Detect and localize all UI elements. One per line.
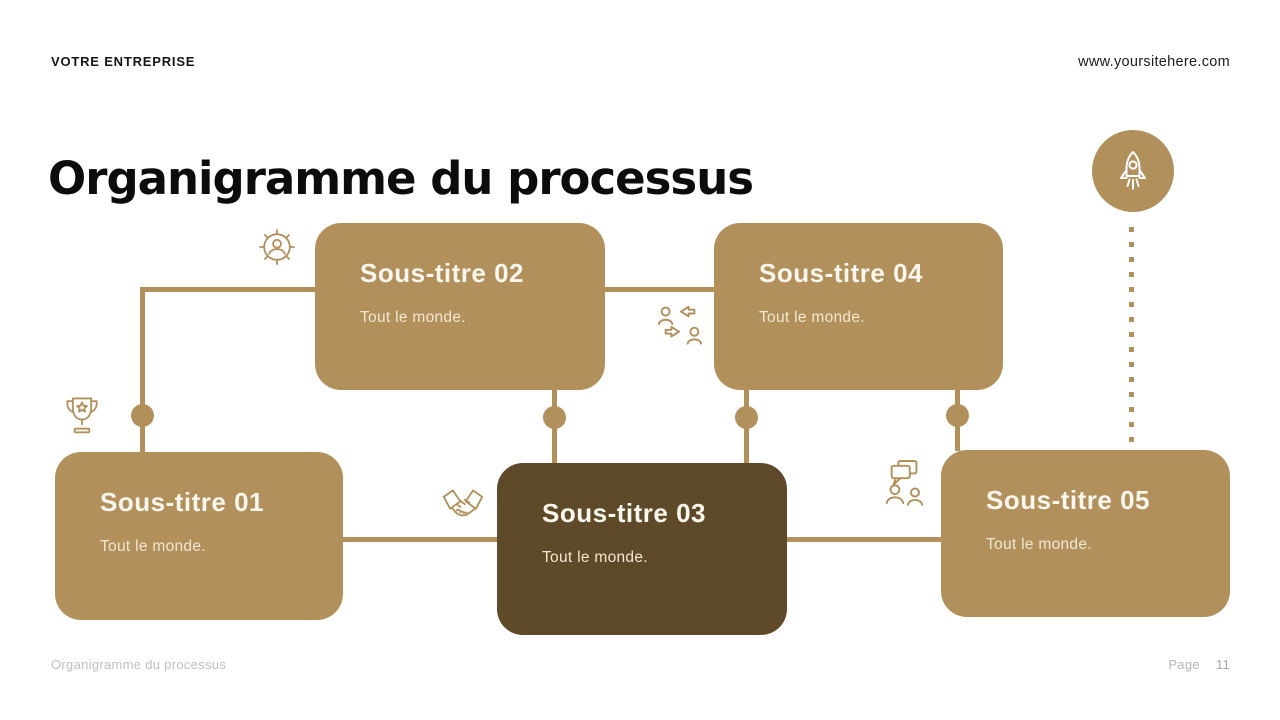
page-number: 11 bbox=[1215, 657, 1230, 672]
box-title: Sous-titre 02 bbox=[360, 258, 524, 288]
process-box-01: Sous-titre 01 Tout le monde. bbox=[55, 452, 343, 620]
website-url: www.yoursitehere.com bbox=[1078, 54, 1230, 70]
users-exchange-icon bbox=[657, 302, 703, 348]
process-box-04: Sous-titre 04 Tout le monde. bbox=[714, 223, 1003, 390]
footer-page-indicator: Page 11 bbox=[1168, 657, 1230, 672]
process-box-02: Sous-titre 02 Tout le monde. bbox=[315, 223, 605, 390]
box-subtitle: Tout le monde. bbox=[360, 309, 466, 326]
box-subtitle: Tout le monde. bbox=[542, 549, 648, 566]
dotted-connector bbox=[1129, 227, 1134, 449]
page-title: Organigramme du processus bbox=[48, 152, 754, 206]
rocket-icon bbox=[1111, 149, 1155, 193]
process-box-03: Sous-titre 03 Tout le monde. bbox=[497, 463, 787, 635]
page-label: Page bbox=[1168, 657, 1200, 672]
connector-node bbox=[543, 406, 566, 429]
handshake-icon bbox=[441, 485, 485, 527]
users-chat-icon bbox=[884, 456, 926, 508]
connector-node bbox=[131, 404, 154, 427]
box-title: Sous-titre 05 bbox=[986, 485, 1150, 515]
footer-slide-title: Organigramme du processus bbox=[51, 657, 227, 672]
box-title: Sous-titre 03 bbox=[542, 498, 706, 528]
box-title: Sous-titre 04 bbox=[759, 258, 923, 288]
process-box-05: Sous-titre 05 Tout le monde. bbox=[941, 450, 1230, 617]
box-subtitle: Tout le monde. bbox=[986, 536, 1092, 553]
box-title: Sous-titre 01 bbox=[100, 487, 264, 517]
company-name: VOTRE ENTREPRISE bbox=[51, 54, 196, 69]
connector-node bbox=[946, 404, 969, 427]
trophy-icon bbox=[60, 390, 104, 438]
connector-node bbox=[735, 406, 758, 429]
rocket-badge bbox=[1092, 130, 1174, 212]
box-subtitle: Tout le monde. bbox=[100, 538, 206, 555]
box-subtitle: Tout le monde. bbox=[759, 309, 865, 326]
user-gear-icon bbox=[255, 225, 299, 269]
connector-line-vertical-1 bbox=[140, 287, 145, 453]
